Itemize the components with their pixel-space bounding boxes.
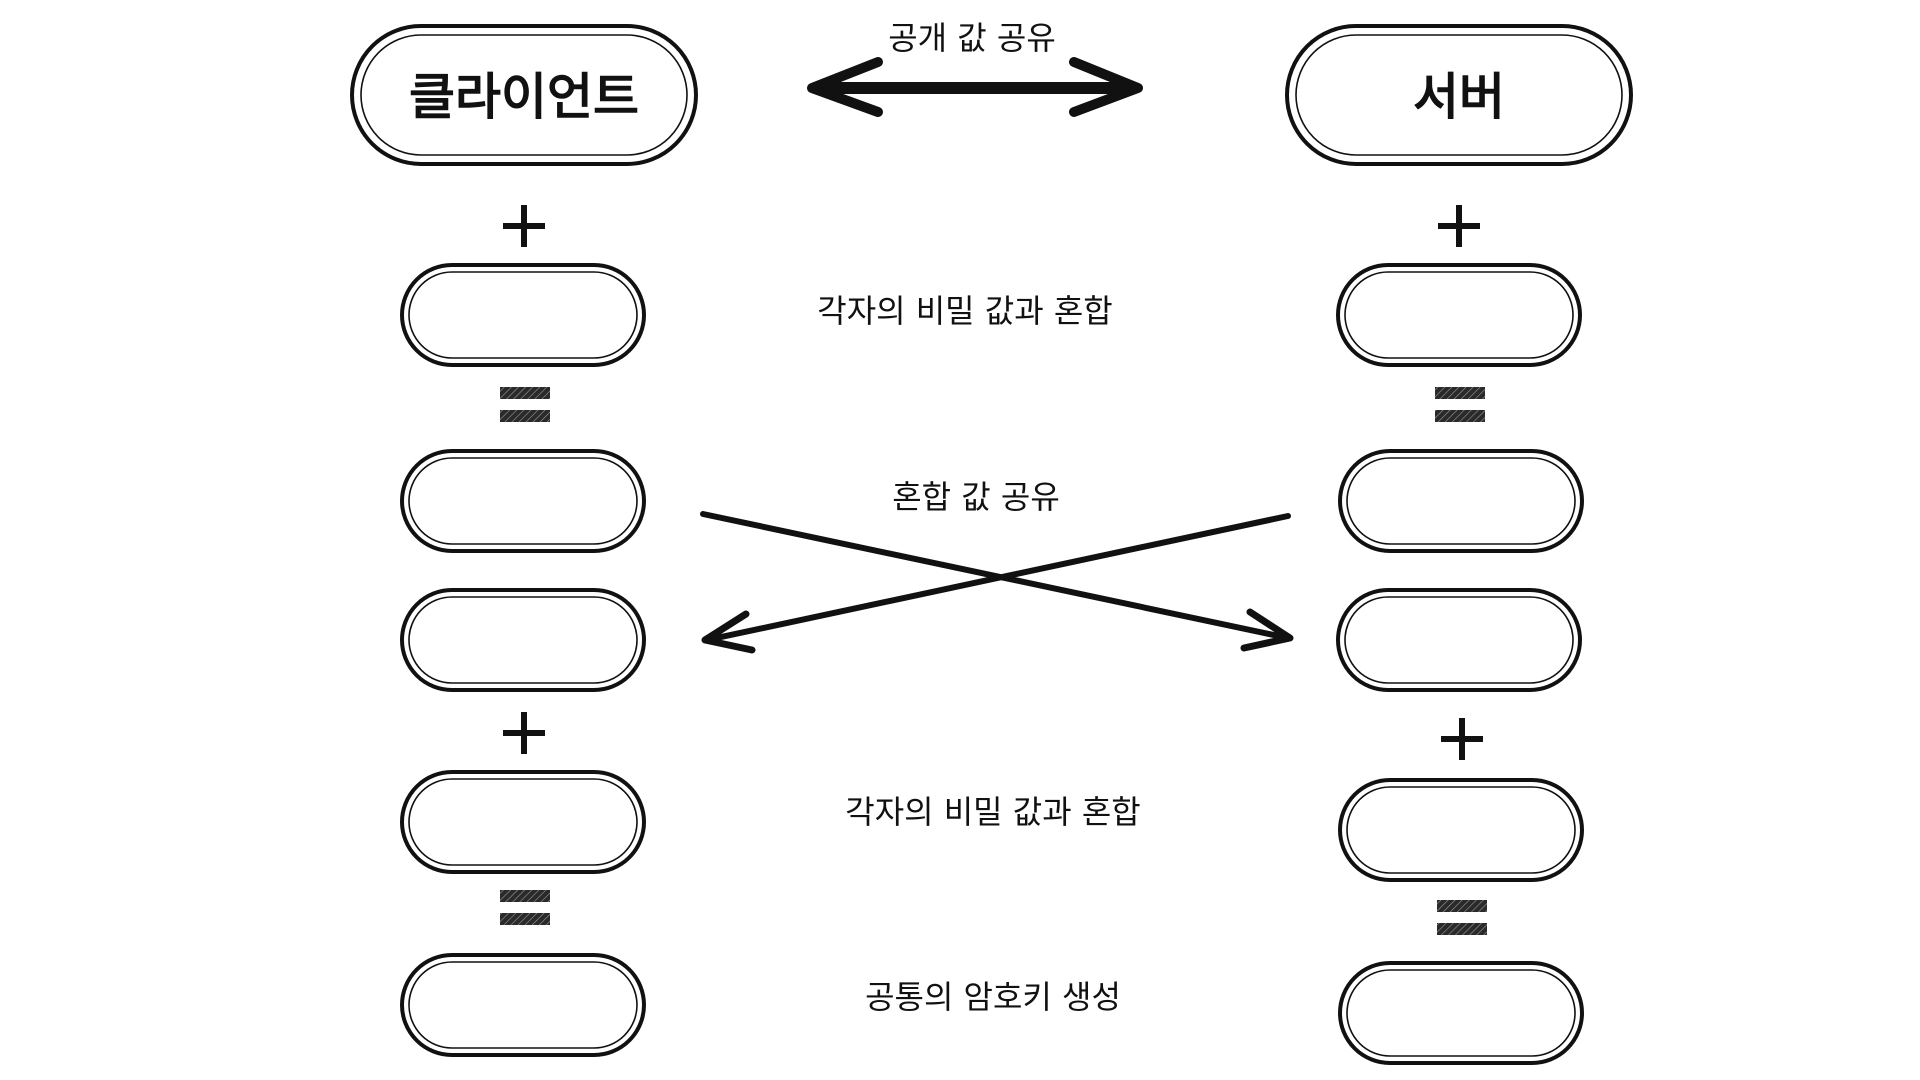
server-equals-icon-1: [1435, 387, 1485, 422]
server-title-pill-outer: [1285, 24, 1633, 166]
server-plus-icon-1: [1438, 205, 1480, 247]
server-received-value-node: [1336, 588, 1582, 692]
server-secret-value-node-2: [1338, 778, 1584, 882]
double-arrow-left-head: [807, 57, 883, 117]
client-received-value-node: [400, 588, 646, 692]
arrow-server-to-client-head: [701, 610, 756, 654]
cross-arrow-icon: [700, 511, 1294, 654]
server-shared-key-node: [1338, 961, 1584, 1065]
arrow-client-to-server-head: [1240, 608, 1294, 652]
step-mix-secret-1-label: 각자의 비밀 값과 혼합: [817, 292, 1112, 330]
step-share-mixed-label: 혼합 값 공유: [892, 478, 1060, 516]
client-title-pill-inner: [360, 34, 688, 156]
server-title-pill-inner: [1295, 34, 1623, 156]
arrow-server-to-client: [704, 513, 1291, 643]
server-equals-icon-2: [1437, 900, 1487, 935]
step-generate-key-label: 공통의 암호키 생성: [865, 978, 1121, 1016]
double-arrow-right-head: [1069, 57, 1143, 117]
client-equals-icon-2: [500, 890, 550, 925]
step-share-public-label: 공개 값 공유: [888, 19, 1056, 57]
client-secret-value-node: [400, 263, 646, 367]
double-arrow-icon: [807, 57, 1143, 117]
client-title-pill-outer: [350, 24, 698, 166]
client-secret-value-node-2: [400, 770, 646, 874]
client-plus-icon-2: [503, 712, 545, 754]
server-title-node: 서버: [1285, 24, 1633, 166]
client-title-node: 클라이언트: [350, 24, 698, 166]
client-shared-key-node: [400, 953, 646, 1057]
client-plus-icon-1: [503, 205, 545, 247]
client-mixed-value-node: [400, 449, 646, 553]
client-title: 클라이언트: [409, 68, 639, 126]
server-title: 서버: [1413, 68, 1505, 126]
client-equals-icon-1: [500, 387, 550, 422]
step-mix-secret-2-label: 각자의 비밀 값과 혼합: [845, 793, 1140, 831]
server-secret-value-node: [1336, 263, 1582, 367]
server-plus-icon-2: [1441, 718, 1483, 760]
server-mixed-value-node: [1338, 449, 1584, 553]
